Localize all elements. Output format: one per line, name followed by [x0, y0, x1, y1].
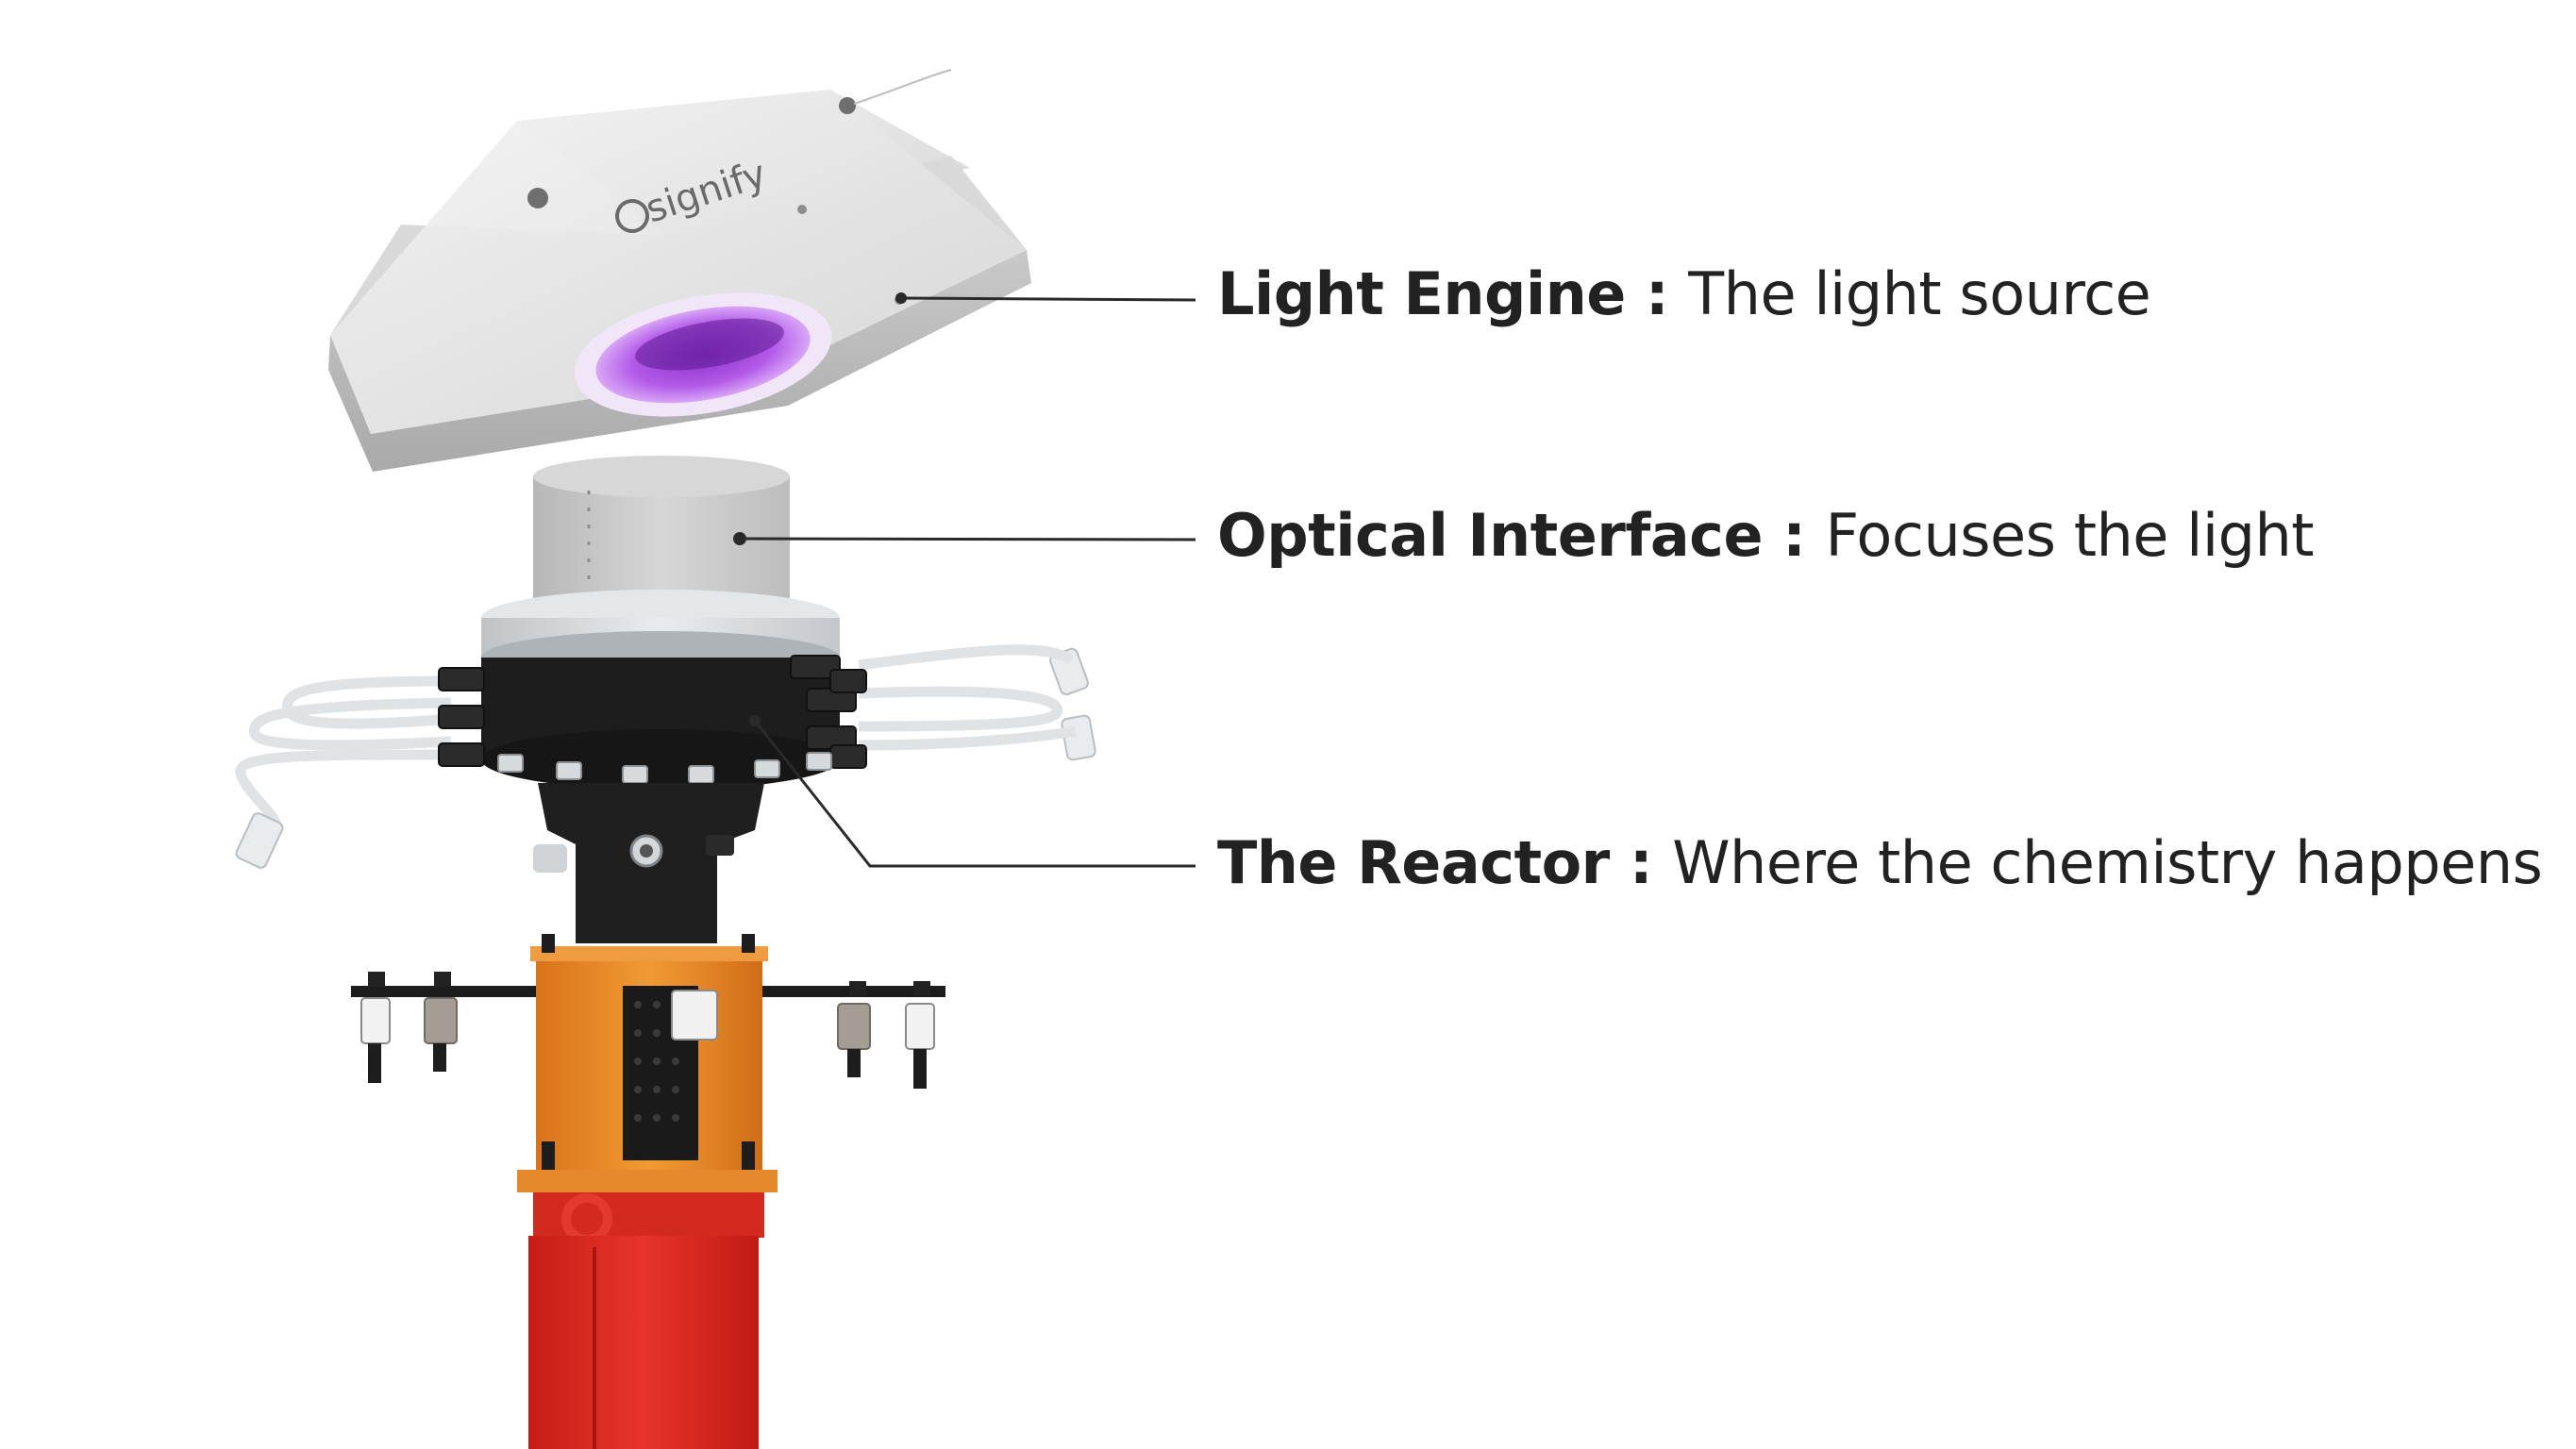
leader-lines	[734, 292, 1196, 868]
callout-separator: :	[1763, 501, 1826, 570]
callout-term: The Reactor	[1217, 828, 1610, 897]
reactor	[235, 590, 1096, 1449]
callout-description: The light source	[1688, 259, 2151, 328]
orange-frame	[517, 934, 778, 1217]
callout-optical-interface: Optical Interface : Focuses the light	[1217, 507, 2315, 565]
leader-line-light-engine	[895, 292, 1196, 304]
leader-line-optical-interface	[734, 533, 1196, 544]
light-engine: signify	[328, 69, 1031, 472]
callout-separator: :	[1609, 828, 1673, 897]
callout-description: Where the chemistry happens	[1672, 828, 2543, 897]
callout-description: Focuses the light	[1825, 501, 2315, 570]
leader-line-reactor	[749, 715, 1196, 868]
callout-separator: :	[1625, 259, 1689, 328]
crossbar-standoffs	[360, 972, 935, 1089]
callout-term: Optical Interface	[1217, 501, 1764, 570]
callout-light-engine: Light Engine : The light source	[1217, 265, 2151, 324]
callout-reactor: The Reactor : Where the chemistry happen…	[1217, 834, 2543, 892]
red-base	[528, 1192, 764, 1449]
callout-term: Light Engine	[1217, 259, 1626, 328]
